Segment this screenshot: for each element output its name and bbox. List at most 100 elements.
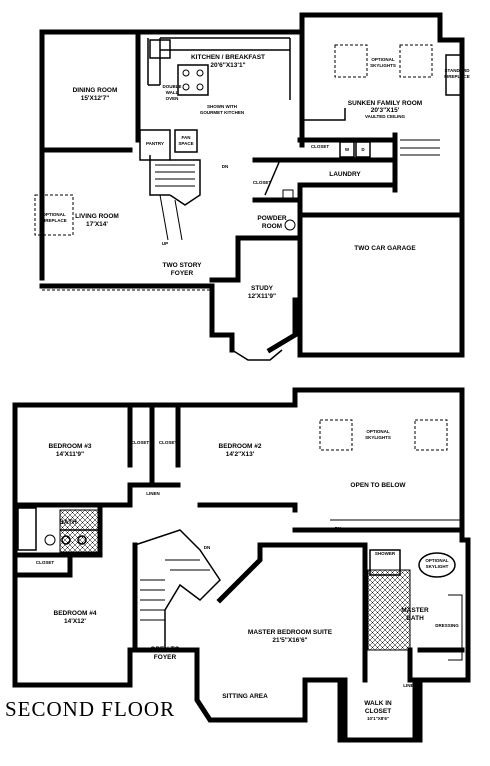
burner-icon (196, 83, 204, 91)
svg-text:LINEN: LINEN (146, 491, 160, 496)
first-floor: KITCHEN / BREAKFAST 20'6"X13'1" DINING R… (34, 12, 470, 361)
svg-text:DN: DN (222, 164, 229, 169)
svg-text:SITTING AREA: SITTING AREA (222, 693, 268, 700)
bed4-closet-label: CLOSET (36, 560, 55, 565)
bath-vanity-icon (60, 529, 98, 545)
walkin-wall (342, 677, 418, 743)
svg-text:OPTIONAL: OPTIONAL (366, 429, 390, 434)
svg-text:VAULTED CEILING: VAULTED CEILING (365, 114, 406, 119)
study-wall (209, 235, 303, 283)
master-dim: 21'5"X16'6" (272, 637, 307, 644)
pantry-outline (139, 129, 171, 161)
washer-icon (339, 141, 355, 158)
second-floor-stair-treads (140, 559, 210, 621)
first-floor-stair-treads (155, 164, 195, 241)
study-bay-window (231, 349, 283, 361)
soaking-tub-icon (418, 552, 456, 578)
skylights-label-1: OPTIONAL (366, 429, 390, 434)
svg-text:GOURMET KITCHEN: GOURMET KITCHEN (200, 110, 244, 115)
living-label: LIVING ROOM (75, 213, 119, 220)
svg-text:DRESSING: DRESSING (435, 623, 459, 628)
svg-text:POWDER: POWDER (257, 215, 287, 222)
foyer-closet-label: CLOSET (253, 180, 272, 185)
svg-text:SUNKEN FAMILY ROOM: SUNKEN FAMILY ROOM (348, 100, 422, 107)
foyer-label-2: FOYER (171, 270, 194, 277)
vaulted-label: VAULTED CEILING (365, 114, 406, 119)
svg-text:FOYER: FOYER (154, 654, 177, 661)
master-label: MASTER BEDROOM SUITE (248, 629, 333, 636)
bed4-closet-wall (12, 552, 73, 578)
family-label: SUNKEN FAMILY ROOM (348, 100, 422, 107)
skylight-icon (334, 44, 368, 78)
svg-text:MASTER BEDROOM SUITE: MASTER BEDROOM SUITE (248, 629, 333, 636)
svg-text:SKYLIGHTS: SKYLIGHTS (370, 63, 396, 68)
second-floor-outer-wall (12, 387, 471, 743)
svg-text:OPEN TO BELOW: OPEN TO BELOW (350, 482, 406, 489)
opt-skylight-1: OPTIONAL (425, 558, 449, 563)
bed2-dim: 14'2"X13' (226, 451, 255, 458)
powder-wall (252, 157, 303, 218)
shower-icon (369, 549, 401, 576)
pantry-label: PANTRY (146, 141, 164, 146)
family-skylights-2: SKYLIGHTS (370, 63, 396, 68)
svg-text:14'X11'9": 14'X11'9" (56, 451, 84, 458)
kitchen-counter (147, 37, 291, 100)
svg-text:CLOSET: CLOSET (253, 180, 272, 185)
dryer-label: D (361, 147, 365, 152)
kitchen-sink-icon (149, 39, 171, 59)
bed2-label: BEDROOM #2 (219, 443, 262, 450)
svg-text:TWO CAR GARAGE: TWO CAR GARAGE (354, 245, 416, 252)
svg-text:BEDROOM #3: BEDROOM #3 (49, 443, 92, 450)
living-dim: 17'X14' (86, 221, 108, 228)
svg-text:20'6"X13'1": 20'6"X13'1" (210, 62, 245, 69)
fan-space-label-1: FAN (182, 135, 191, 140)
open-below-label: OPEN TO BELOW (350, 482, 406, 489)
dn-label: DN (335, 526, 342, 531)
svg-text:WALK IN: WALK IN (364, 700, 392, 707)
closet-walls (127, 402, 181, 508)
shower-label: SHOWER (375, 551, 396, 556)
svg-text:SPACE: SPACE (178, 141, 193, 146)
svg-text:BATH: BATH (59, 519, 77, 526)
bath-toilet-icon (44, 534, 56, 546)
svg-text:BEDROOM #2: BEDROOM #2 (219, 443, 262, 450)
svg-text:FOYER: FOYER (171, 270, 194, 277)
bath-tile-floor (59, 509, 99, 553)
master-bath-2: BATH (406, 615, 424, 622)
skylights-label-2: SKYLIGHTS (365, 435, 391, 440)
svg-text:SHOWER: SHOWER (375, 551, 396, 556)
bed4-label: BEDROOM #4 (54, 610, 97, 617)
svg-text:17'X14': 17'X14' (86, 221, 108, 228)
dining-dim: 15'X12'7" (81, 95, 110, 102)
svg-text:OPTIONAL: OPTIONAL (42, 212, 66, 217)
svg-text:KITCHEN / BREAKFAST: KITCHEN / BREAKFAST (191, 54, 265, 61)
svg-text:STUDY: STUDY (251, 285, 274, 292)
washer-label: W (345, 147, 350, 152)
family-step (300, 108, 346, 121)
mud-closet-label: CLOSET (311, 144, 330, 149)
opt-skylight-2: SKYLIGHT (426, 564, 449, 569)
fan-space-outline (174, 129, 198, 153)
walkin-label-1: WALK IN (364, 700, 392, 707)
powder-label-1: POWDER (257, 215, 287, 222)
fan-space-label-2: SPACE (178, 141, 193, 146)
cooktop-icon (177, 64, 209, 96)
opt-fireplace-2: FIREPLACE (41, 218, 67, 223)
walkin-dim: 10'1"X8'6" (367, 716, 389, 721)
powder-door-swing (264, 159, 281, 196)
svg-text:SHOWN WITH: SHOWN WITH (207, 104, 237, 109)
svg-text:DOUBLE: DOUBLE (163, 84, 182, 89)
master-bath-1: MASTER (401, 607, 429, 614)
svg-text:15'X12'7": 15'X12'7" (81, 95, 110, 102)
foyer-label-1: TWO STORY (163, 262, 203, 269)
second-floor: BEDROOM #3 14'X11'9" CLOSET CLOSET BEDRO… (12, 387, 471, 743)
svg-text:LINEN: LINEN (403, 683, 417, 688)
first-floor-outer-wall (39, 12, 465, 358)
oven-label-2: WALL (166, 90, 179, 95)
garage-wall (297, 212, 465, 303)
svg-text:WALL: WALL (166, 90, 179, 95)
svg-text:ROOM: ROOM (262, 223, 282, 230)
svg-text:OVEN: OVEN (166, 96, 179, 101)
oven-label-3: OVEN (166, 96, 179, 101)
